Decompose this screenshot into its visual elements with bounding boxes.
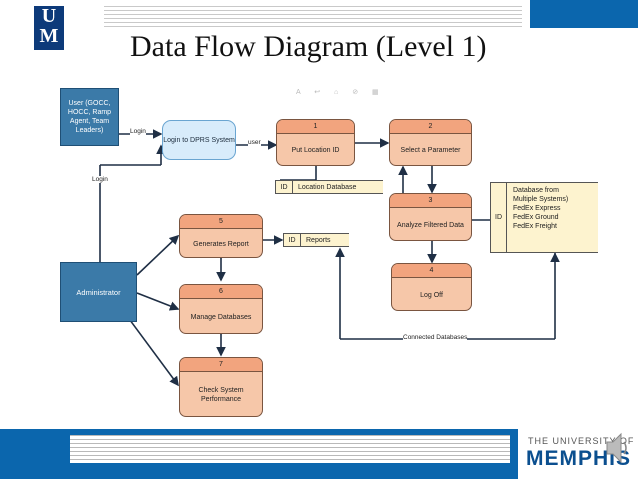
flow-admin-to-p5 [136, 234, 180, 276]
faint-toolbar: A ↩ ⌂ ⊘ ▦ [296, 89, 385, 96]
flow-label-user: user [248, 139, 261, 146]
process-4-name: Log Off [420, 291, 443, 299]
flow-label-login-admin: Login [92, 176, 108, 183]
process-2: 2 Select a Parameter [389, 119, 472, 166]
process-7-name: Check System Performance [198, 387, 244, 403]
store-reports-name: Reports [306, 236, 331, 244]
store-location-name: Location Database [298, 183, 357, 191]
flow-admin-to-p6 [136, 292, 180, 311]
entity-administrator: Administrator [60, 262, 137, 322]
logo-letter-bottom: M [39, 25, 59, 47]
process-5: 5 Generates Report [179, 214, 263, 258]
flow-label-connected-databases: Connected Databases [403, 334, 468, 341]
store-multi-line: FedEx Freight [513, 223, 557, 230]
footer-university-big: MEMPHIS [526, 447, 632, 470]
logo-letter-top: U [41, 5, 57, 27]
university-logo: U M [34, 6, 64, 50]
process-2-name: Select a Parameter [400, 147, 461, 154]
process-6-number: 6 [180, 285, 262, 299]
process-4: 4 Log Off [391, 263, 472, 311]
speaker-icon[interactable] [603, 428, 633, 468]
flow-admin-to-p7 [123, 311, 179, 387]
store-multi-line: Database from [513, 187, 559, 194]
store-multiple-systems: ID Database from Multiple Systems) FedEx… [490, 182, 598, 253]
process-5-number: 5 [180, 215, 262, 229]
store-multi-line: Multiple Systems) [513, 196, 569, 203]
process-4-number: 4 [392, 264, 471, 278]
process-3-name: Analyze Filtered Data [397, 221, 464, 229]
store-multi-id: ID [491, 183, 507, 252]
store-location-id: ID [276, 181, 293, 193]
footer-decorative-lines [70, 435, 510, 463]
slide-title: Data Flow Diagram (Level 1) [130, 30, 487, 63]
process-1-number: 1 [277, 120, 354, 134]
store-multi-line: FedEx Express [513, 205, 561, 212]
entity-user: User (GOCC, HOCC, Ramp Agent, Team Leade… [60, 88, 119, 146]
store-multi-line: FedEx Ground [513, 214, 559, 221]
entity-login-system: Login to DPRS System [162, 120, 236, 160]
store-reports-id: ID [284, 234, 301, 246]
process-2-number: 2 [390, 120, 471, 134]
store-reports: ID Reports [283, 233, 349, 247]
process-3: 3 Analyze Filtered Data [389, 193, 472, 241]
process-5-name: Generates Report [193, 240, 249, 248]
header-decorative-lines [104, 6, 522, 28]
process-1-name: Put Location ID [291, 147, 340, 154]
process-6-name: Manage Databases [190, 313, 252, 321]
footer-university-small: THE UNIVERSITY OF [528, 436, 635, 446]
process-7-number: 7 [180, 358, 262, 372]
process-6: 6 Manage Databases [179, 284, 263, 334]
process-3-number: 3 [390, 194, 471, 208]
process-1: 1 Put Location ID [276, 119, 355, 166]
header-accent-bar [530, 0, 638, 28]
process-7: 7 Check System Performance [179, 357, 263, 417]
store-multi-text: Database from Multiple Systems) FedEx Ex… [507, 183, 568, 252]
store-location-database: ID Location Database [275, 180, 383, 194]
flow-label-login-user: Login [130, 128, 146, 135]
